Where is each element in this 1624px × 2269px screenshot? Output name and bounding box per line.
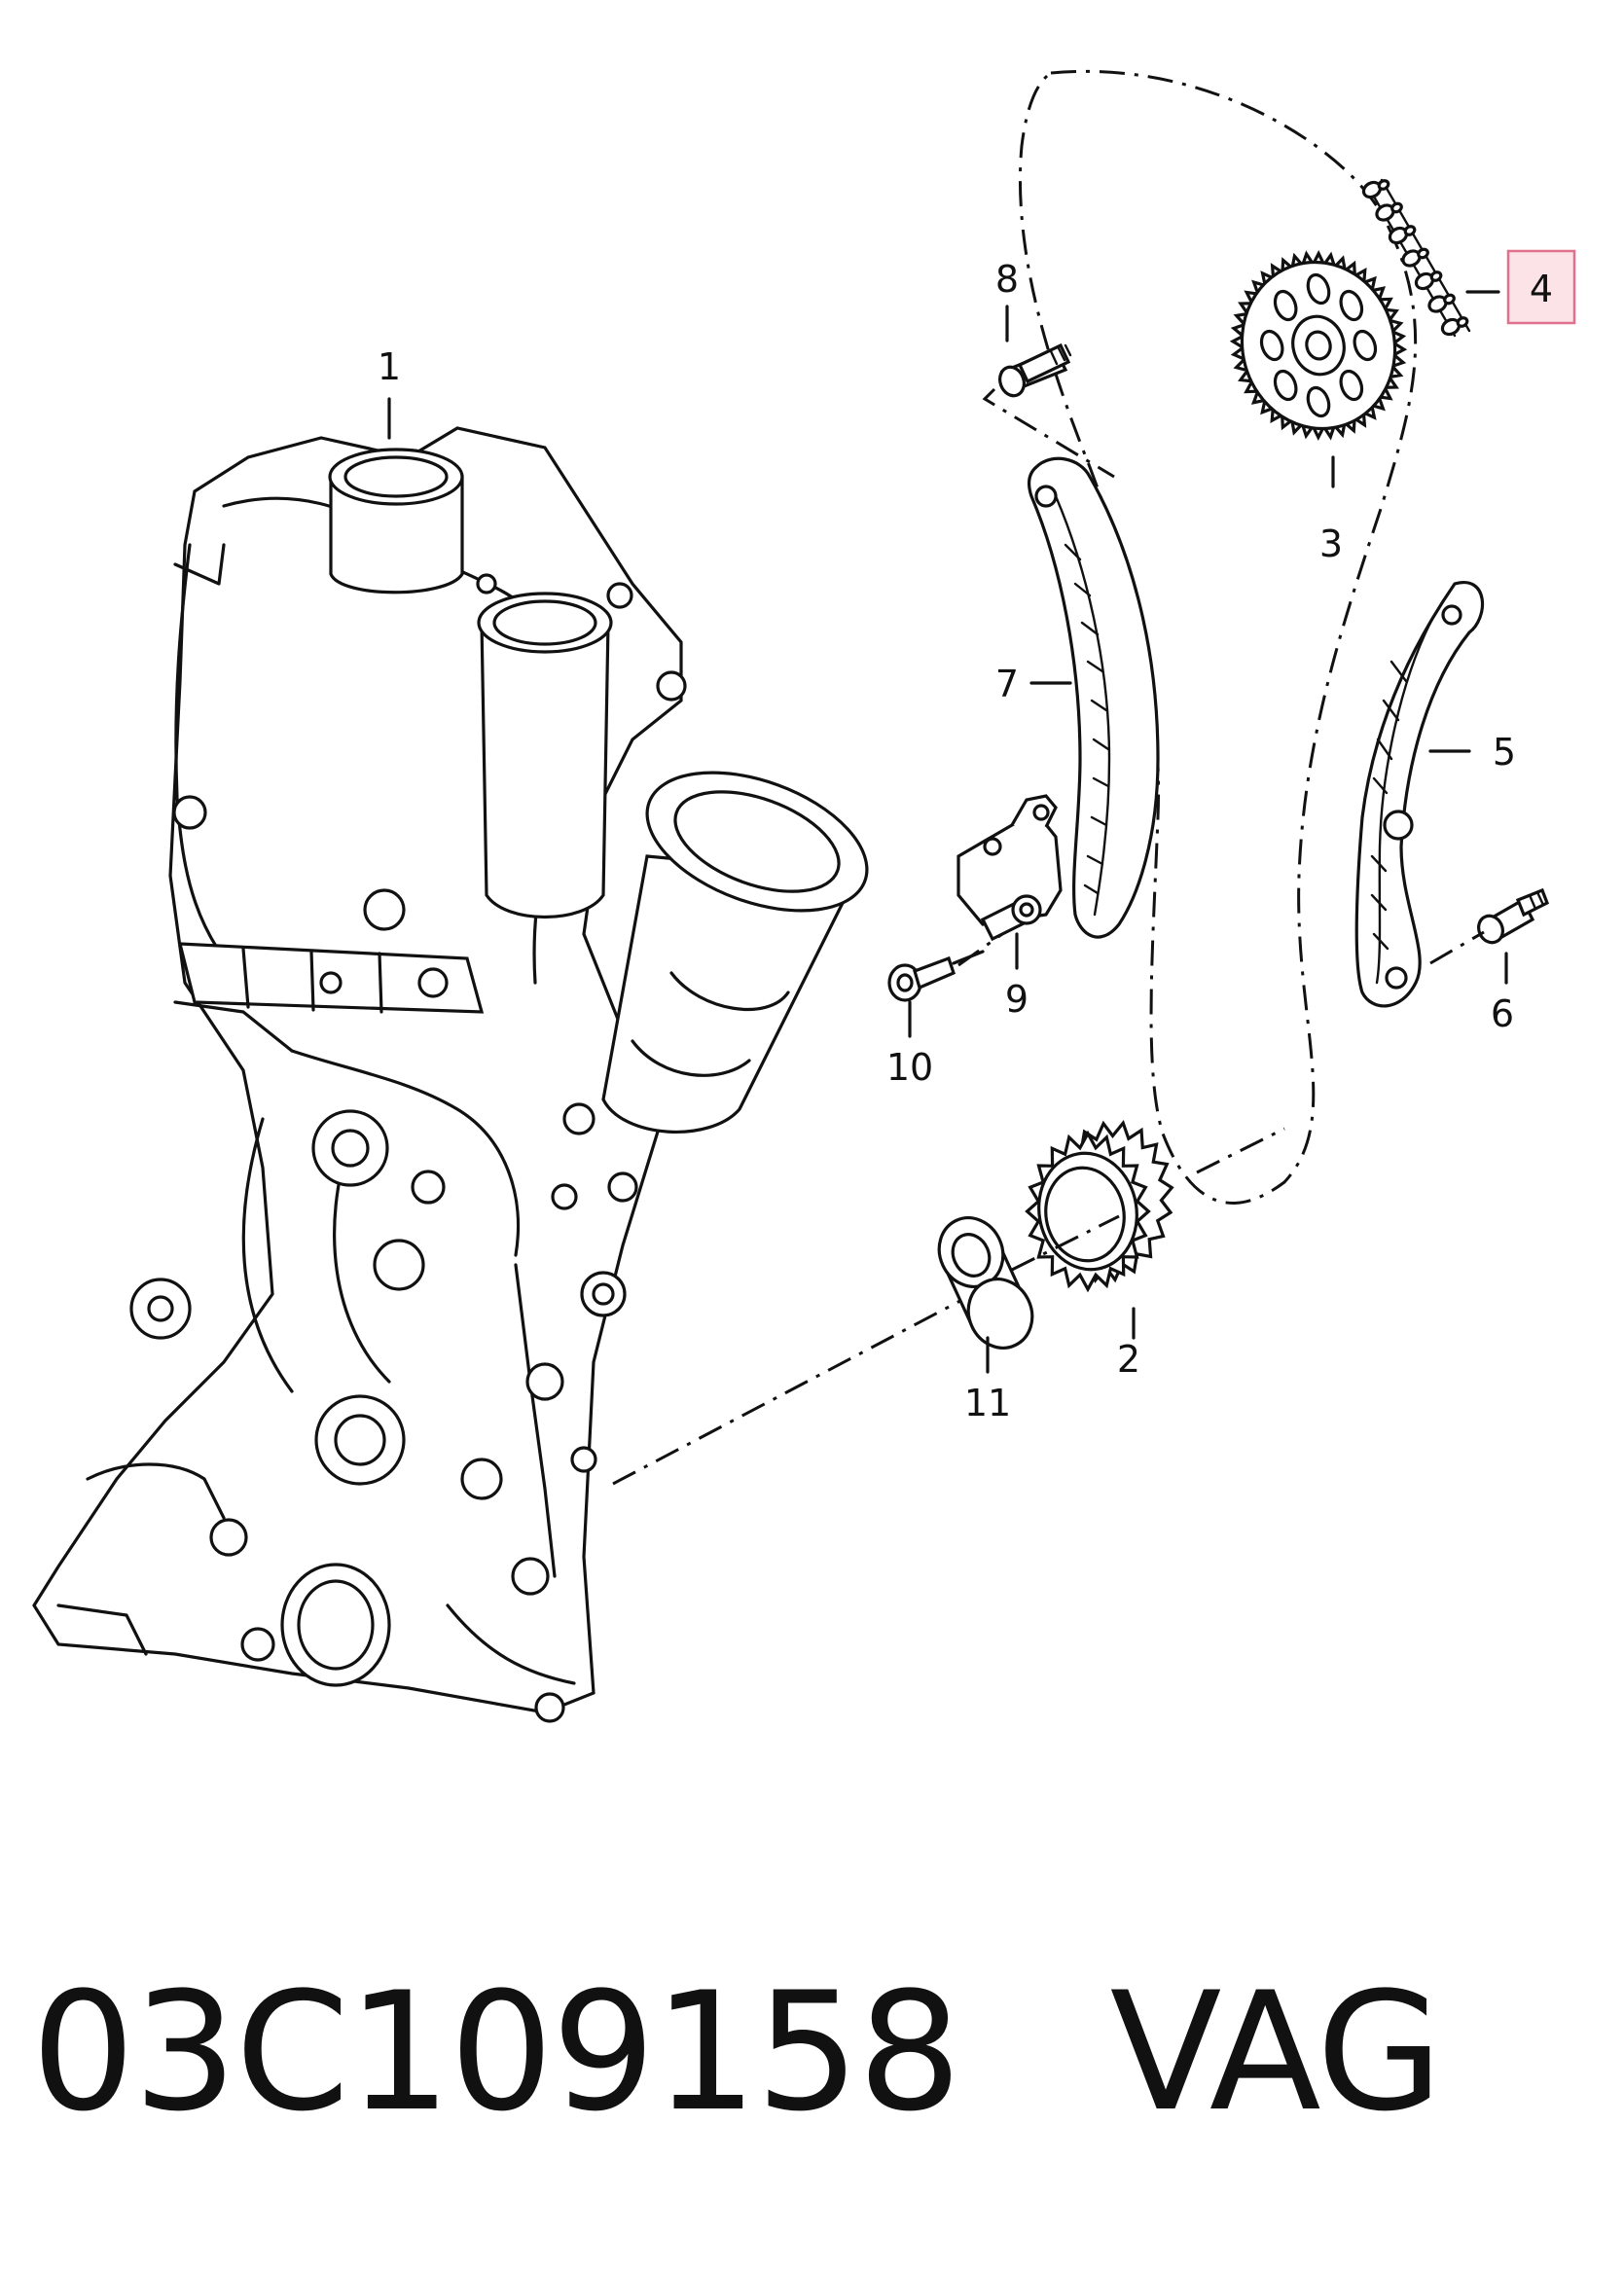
part-number: 03C109158 bbox=[31, 1957, 961, 2147]
chain-link-pin bbox=[1456, 316, 1469, 328]
chain-link-pin bbox=[1429, 270, 1443, 282]
cover-neck-left bbox=[328, 448, 464, 594]
guide-rail-bolt bbox=[982, 342, 1115, 479]
callout-11: 11 bbox=[964, 1382, 1011, 1424]
brand-name: VAG bbox=[1109, 1957, 1443, 2147]
sprocket-hole bbox=[1339, 369, 1364, 402]
sprocket-hole bbox=[1273, 289, 1298, 322]
camshaft-sprocket bbox=[1229, 249, 1408, 442]
callout-8: 8 bbox=[995, 258, 1019, 301]
timing-chain-segment bbox=[1361, 178, 1471, 338]
crankshaft-sprocket bbox=[1025, 1120, 1174, 1293]
callout-4: 4 bbox=[1530, 268, 1553, 310]
cover-neck-middle bbox=[477, 592, 613, 918]
chain-link-pin bbox=[1417, 247, 1429, 260]
sprocket-hole bbox=[1306, 385, 1331, 418]
tensioner-rail-bolt bbox=[1429, 887, 1550, 965]
guide-rail bbox=[1027, 456, 1160, 939]
cover-neck-right bbox=[601, 771, 869, 1134]
sprocket-hole bbox=[1339, 289, 1364, 322]
tensioner-rail bbox=[1354, 580, 1485, 1008]
callout-10: 10 bbox=[886, 1046, 933, 1089]
chain-link-pin bbox=[1390, 201, 1403, 214]
part-number-caption: 03C109158 VAG bbox=[31, 1970, 1443, 2134]
tensioner-bolt bbox=[887, 932, 1003, 1002]
chain-link-pin bbox=[1443, 293, 1456, 306]
callout-6: 6 bbox=[1491, 992, 1514, 1035]
chain-link-pin bbox=[1403, 225, 1417, 236]
callout-7: 7 bbox=[995, 663, 1019, 705]
chain-tensioner bbox=[956, 794, 1063, 942]
callout-leaders bbox=[387, 290, 1508, 1374]
sprocket-hole bbox=[1353, 329, 1378, 362]
sprocket-hole bbox=[1259, 329, 1284, 362]
callout-labels: 1 2 3 4 5 6 7 8 9 10 11 bbox=[378, 249, 1576, 1424]
timing-cover bbox=[32, 426, 869, 1723]
sprocket-hole bbox=[1273, 369, 1298, 402]
timing-chain-path bbox=[1018, 69, 1418, 1205]
sprocket-bore bbox=[1305, 330, 1332, 361]
crankshaft-bushing bbox=[937, 1216, 1034, 1350]
callout-1: 1 bbox=[378, 345, 401, 388]
sprocket-hole bbox=[1306, 272, 1331, 306]
crank-axis-line bbox=[612, 1127, 1285, 1486]
chain-link-pin bbox=[1377, 179, 1390, 191]
callout-5: 5 bbox=[1493, 731, 1516, 774]
callout-9: 9 bbox=[1005, 978, 1029, 1021]
callout-4-highlight bbox=[1506, 249, 1576, 325]
sprocket-bore bbox=[1044, 1166, 1126, 1263]
callout-2: 2 bbox=[1117, 1338, 1140, 1381]
callout-3: 3 bbox=[1319, 522, 1343, 565]
